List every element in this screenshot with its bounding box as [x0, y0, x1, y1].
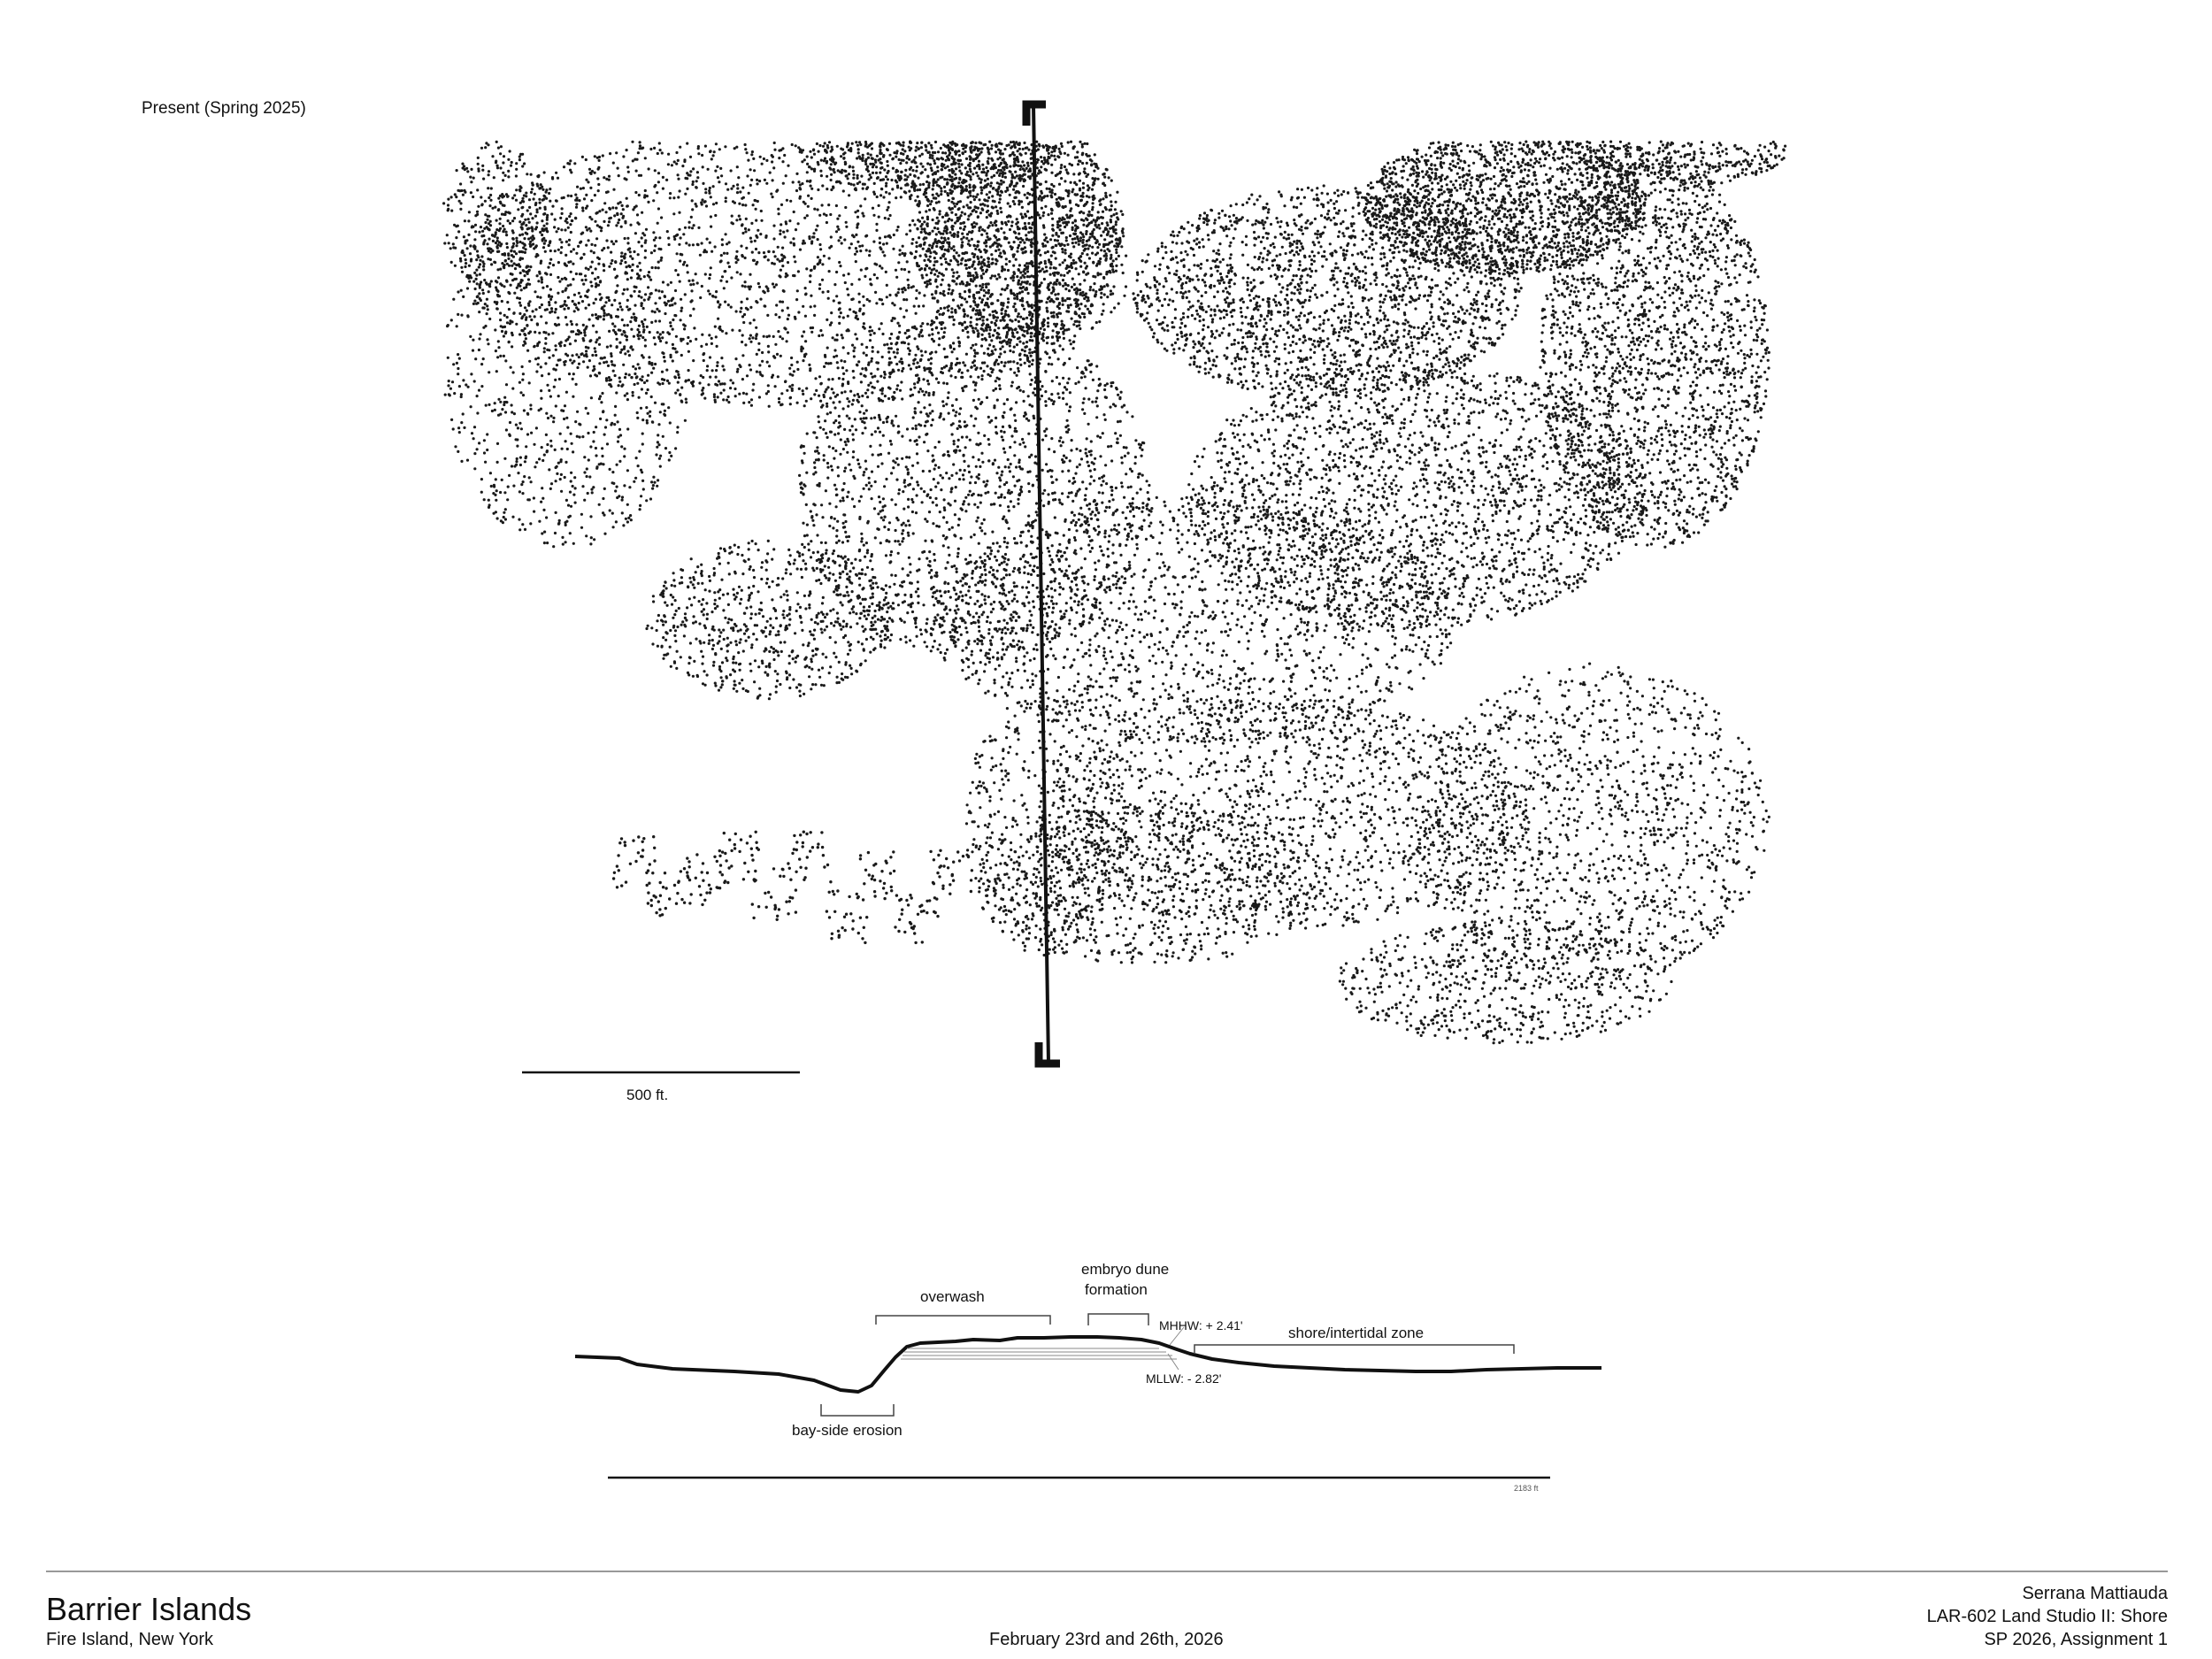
tide-lines	[901, 1326, 1185, 1371]
mllw-label: MLLW: - 2.82'	[1146, 1371, 1221, 1386]
plan-title-label: Present (Spring 2025)	[142, 99, 306, 119]
overwash-label: overwash	[920, 1288, 985, 1306]
embryo-dune-label-line2: formation	[1085, 1281, 1148, 1299]
cross-section-drawing	[574, 1313, 1601, 1479]
mhhw-label: MHHW: + 2.41'	[1159, 1318, 1243, 1333]
sheet-title: Barrier Islands	[46, 1591, 251, 1628]
embryo-dune-label-line1: embryo dune	[1081, 1261, 1169, 1279]
sheet-date: February 23rd and 26th, 2026	[989, 1630, 1224, 1650]
bay-side-erosion-label: bay-side erosion	[792, 1422, 902, 1440]
section-cut-line	[1022, 100, 1060, 1068]
titleblock-rule	[46, 1571, 2168, 1572]
section-annotation-brackets	[820, 1313, 1515, 1417]
plan-scale-label: 500 ft.	[626, 1087, 668, 1104]
sheet-subtitle: Fire Island, New York	[46, 1630, 213, 1650]
shore-zone-label: shore/intertidal zone	[1288, 1325, 1424, 1342]
stipple-plan-drawing	[442, 100, 1787, 1074]
course-name: LAR-602 Land Studio II: Shore	[1927, 1607, 2168, 1627]
section-ground-profile	[574, 1335, 1601, 1394]
point-cloud-vegetation	[442, 140, 1787, 1045]
author-name: Serrana Mattiauda	[2022, 1584, 2168, 1604]
assignment-name: SP 2026, Assignment 1	[1984, 1630, 2168, 1650]
section-scale-label: 2183 ft	[1514, 1484, 1539, 1493]
